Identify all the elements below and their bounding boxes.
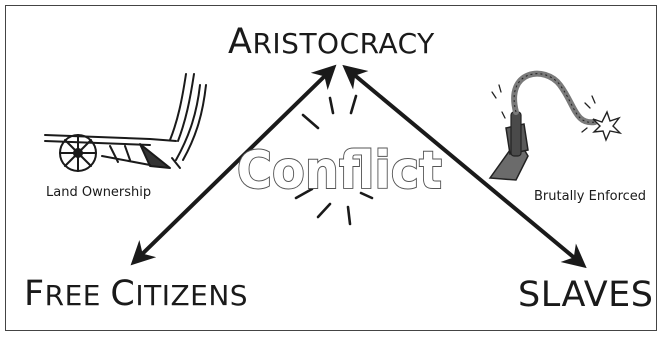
conflict-label: Conflict xyxy=(237,140,442,200)
plough-icon xyxy=(44,73,207,172)
caption-land-ownership: Land Ownership xyxy=(46,185,152,200)
whip-icon xyxy=(488,70,623,181)
caption-brutally-enforced: Brutally Enforced xyxy=(534,189,647,204)
burst-lines xyxy=(294,94,374,226)
node-slaves: SLAVES xyxy=(518,275,654,315)
node-aristocracy: ARISTOCRACY xyxy=(228,22,435,62)
arrow-aristocracy-slaves xyxy=(342,64,587,269)
arrow-aristocracy-free-citizens xyxy=(130,64,337,266)
node-free-citizens: FREE CITIZENS xyxy=(24,274,249,314)
